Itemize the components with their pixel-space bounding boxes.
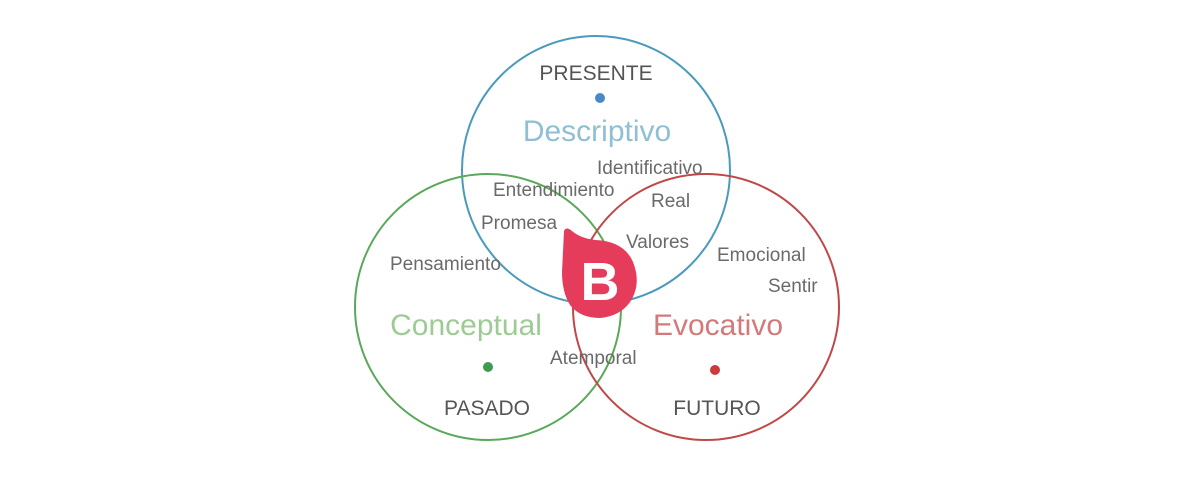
term-promesa: Promesa bbox=[481, 213, 557, 234]
term-pensamiento: Pensamiento bbox=[390, 254, 501, 275]
term-identificativo: Identificativo bbox=[597, 158, 703, 179]
term-sentir: Sentir bbox=[768, 276, 818, 297]
presente-dot bbox=[595, 93, 605, 103]
category-evocativo: Evocativo bbox=[653, 309, 783, 342]
category-descriptivo: Descriptivo bbox=[523, 115, 671, 148]
futuro-dot bbox=[710, 365, 720, 375]
logo-letter: B bbox=[581, 252, 620, 312]
brand-b-logo-icon: B bbox=[562, 228, 637, 318]
term-emocional: Emocional bbox=[717, 245, 806, 266]
time-label-presente: PRESENTE bbox=[539, 62, 652, 85]
term-entendimiento: Entendimiento bbox=[493, 180, 614, 201]
time-label-futuro: FUTURO bbox=[673, 397, 761, 420]
term-valores: Valores bbox=[626, 232, 689, 253]
pasado-dot bbox=[483, 362, 493, 372]
term-atemporal: Atemporal bbox=[550, 348, 637, 369]
logo-badge bbox=[562, 228, 637, 318]
term-real: Real bbox=[651, 191, 690, 212]
category-conceptual: Conceptual bbox=[390, 309, 542, 342]
time-label-pasado: PASADO bbox=[444, 397, 530, 420]
